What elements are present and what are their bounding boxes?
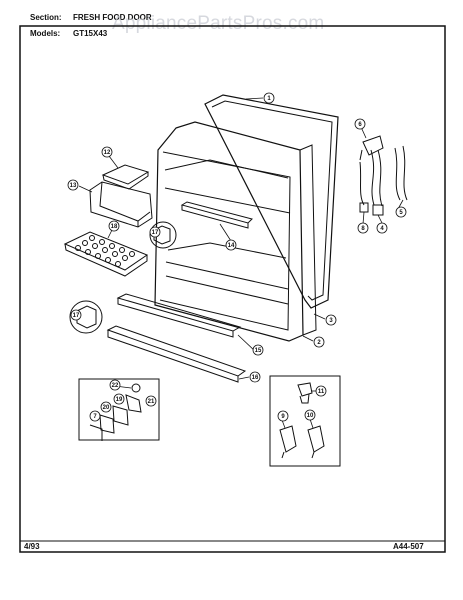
callout-number: 16 xyxy=(252,375,259,381)
drawing-area-border xyxy=(19,25,446,542)
callout-number: 4 xyxy=(380,226,384,232)
shelf-bar-upper xyxy=(180,201,253,229)
outer-border xyxy=(19,25,446,553)
callout-7: 7 xyxy=(89,410,101,422)
callout-number: 9 xyxy=(281,414,285,420)
callout-number: 22 xyxy=(112,383,119,389)
callout-number: 17 xyxy=(152,230,159,236)
callout-number: 6 xyxy=(358,122,362,128)
callout-11: 11 xyxy=(315,385,327,397)
callout-3: 3 xyxy=(325,314,337,326)
callout-number: 19 xyxy=(116,397,123,403)
egg-tray xyxy=(63,231,149,277)
callout-number: 10 xyxy=(307,413,314,419)
models-value: GT15X43 xyxy=(73,29,108,38)
leader-lines xyxy=(78,97,404,429)
shelf-end-cap-detail-lower xyxy=(69,300,103,334)
shelf-end-cap-detail-upper xyxy=(149,221,177,249)
callout-number: 21 xyxy=(148,399,155,405)
callout-9: 9 xyxy=(277,410,289,422)
hinge-detail-parts-left xyxy=(89,383,142,441)
dairy-compartment xyxy=(89,181,153,228)
hinge-detail-parts-right xyxy=(279,382,325,459)
callout-number: 18 xyxy=(111,224,118,230)
callout-number: 12 xyxy=(104,150,111,156)
callout-number: 1 xyxy=(267,96,271,102)
models-label: Models: xyxy=(30,29,61,38)
callout-number: 17 xyxy=(73,313,80,319)
callout-18: 18 xyxy=(108,220,120,232)
shelf-bar-middle xyxy=(116,293,242,338)
callout-17-lower: 17 xyxy=(70,309,82,321)
callout-12: 12 xyxy=(101,146,113,158)
callout-number: 15 xyxy=(255,348,262,354)
callout-5: 5 xyxy=(395,206,407,218)
callout-number: 20 xyxy=(103,405,110,411)
callout-2: 2 xyxy=(313,336,325,348)
callout-17-upper: 17 xyxy=(149,226,161,238)
door-liner xyxy=(154,121,317,342)
footer-doc-number: A44-507 xyxy=(393,542,424,551)
callout-13: 13 xyxy=(67,179,79,191)
callout-21: 21 xyxy=(145,395,157,407)
dairy-door-cover xyxy=(101,164,150,190)
callout-19: 19 xyxy=(113,393,125,405)
callout-number: 5 xyxy=(399,210,403,216)
shelf-bar-lower xyxy=(106,325,247,383)
hinge-detail-box-right xyxy=(269,375,341,467)
callout-20: 20 xyxy=(100,401,112,413)
callout-number: 8 xyxy=(361,226,365,232)
section-value: FRESH FOOD DOOR xyxy=(73,13,152,22)
callout-number: 7 xyxy=(93,414,97,420)
callout-number: 3 xyxy=(329,318,333,324)
callout-4: 4 xyxy=(376,222,388,234)
callout-number: 2 xyxy=(317,340,321,346)
callout-10: 10 xyxy=(304,409,316,421)
callout-14: 14 xyxy=(225,239,237,251)
section-label: Section: xyxy=(30,13,62,22)
callout-8: 8 xyxy=(357,222,369,234)
door-hinge-assembly xyxy=(359,135,408,216)
callout-22: 22 xyxy=(109,379,121,391)
callout-6: 6 xyxy=(354,118,366,130)
footer-date: 4/93 xyxy=(24,542,40,551)
watermark: AppliancePartsPros.com xyxy=(112,13,325,34)
callout-16: 16 xyxy=(249,371,261,383)
callout-15: 15 xyxy=(252,344,264,356)
callout-number: 13 xyxy=(70,183,77,189)
callout-1: 1 xyxy=(263,92,275,104)
callout-number: 14 xyxy=(228,243,235,249)
hinge-detail-box-left xyxy=(78,378,160,441)
callout-number: 11 xyxy=(318,389,325,395)
door-gasket xyxy=(204,94,339,309)
